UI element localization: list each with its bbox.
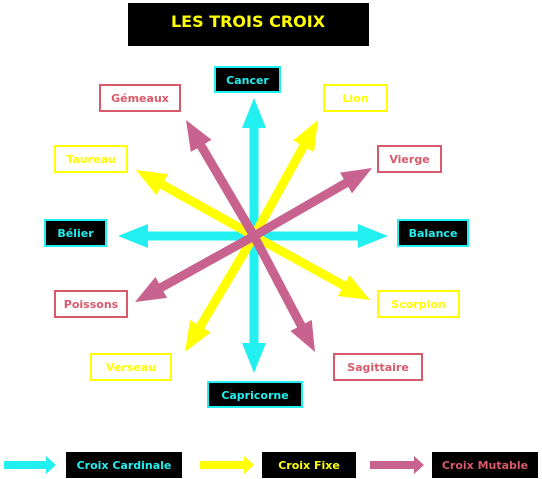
sign-box-vierge: Vierge xyxy=(377,145,442,173)
sign-label-belier: Bélier xyxy=(57,227,94,240)
legend-label-mutable: Croix Mutable xyxy=(442,459,528,472)
arrow-cancer xyxy=(242,98,266,236)
sign-box-cancer: Cancer xyxy=(214,66,281,93)
sign-box-scorpion: Scorpion xyxy=(377,290,460,318)
sign-label-balance: Balance xyxy=(409,227,458,240)
arrow-balance xyxy=(254,224,388,248)
title-text: LES TROIS CROIX xyxy=(171,12,326,31)
sign-label-verseau: Verseau xyxy=(106,361,156,374)
arrow-capricorne xyxy=(242,236,266,373)
sign-box-capricorne: Capricorne xyxy=(207,381,303,408)
sign-box-balance: Balance xyxy=(397,219,469,247)
sign-box-poissons: Poissons xyxy=(54,290,128,318)
arrow-vierge xyxy=(251,168,372,240)
sign-label-sagittaire: Sagittaire xyxy=(347,361,409,374)
arrow-taureau xyxy=(136,170,257,240)
sign-label-taureau: Taureau xyxy=(66,153,115,166)
legend-arrow-cardinal xyxy=(4,456,56,474)
legend-label-cardinal: Croix Cardinale xyxy=(77,459,172,472)
sign-label-lion: Lion xyxy=(342,92,368,105)
arrow-scorpion xyxy=(251,232,370,300)
title-box: LES TROIS CROIX xyxy=(128,3,369,46)
sign-box-belier: Bélier xyxy=(44,219,107,247)
arrow-verseau xyxy=(185,233,258,352)
legend-item-mutable: Croix Mutable xyxy=(370,452,538,478)
arrow-lion xyxy=(250,120,318,239)
sign-label-poissons: Poissons xyxy=(64,298,119,311)
sign-box-taureau: Taureau xyxy=(54,145,128,173)
sign-label-gemeaux: Gémeaux xyxy=(111,92,169,105)
sign-label-cancer: Cancer xyxy=(226,74,269,87)
legend-label-fixe: Croix Fixe xyxy=(278,459,340,472)
legend-item-cardinal: Croix Cardinale xyxy=(4,452,182,478)
arrow-poissons xyxy=(135,232,257,302)
arrow-sagittaire xyxy=(250,233,315,352)
sign-label-vierge: Vierge xyxy=(389,153,429,166)
legend-item-fixe: Croix Fixe xyxy=(200,452,356,478)
sign-box-lion: Lion xyxy=(323,84,388,112)
arrow-gemeaux xyxy=(186,120,258,239)
legend: Croix Cardinale Croix Fixe Croix Mutable xyxy=(4,452,538,478)
sign-label-capricorne: Capricorne xyxy=(221,389,288,402)
sign-label-scorpion: Scorpion xyxy=(391,298,445,311)
arrows-group xyxy=(118,98,388,373)
legend-arrow-mutable xyxy=(370,456,424,474)
arrow-belier xyxy=(118,224,254,248)
legend-arrow-fixe xyxy=(200,456,254,474)
sign-box-gemeaux: Gémeaux xyxy=(99,84,181,112)
sign-box-verseau: Verseau xyxy=(90,353,172,381)
sign-box-sagittaire: Sagittaire xyxy=(333,353,423,381)
